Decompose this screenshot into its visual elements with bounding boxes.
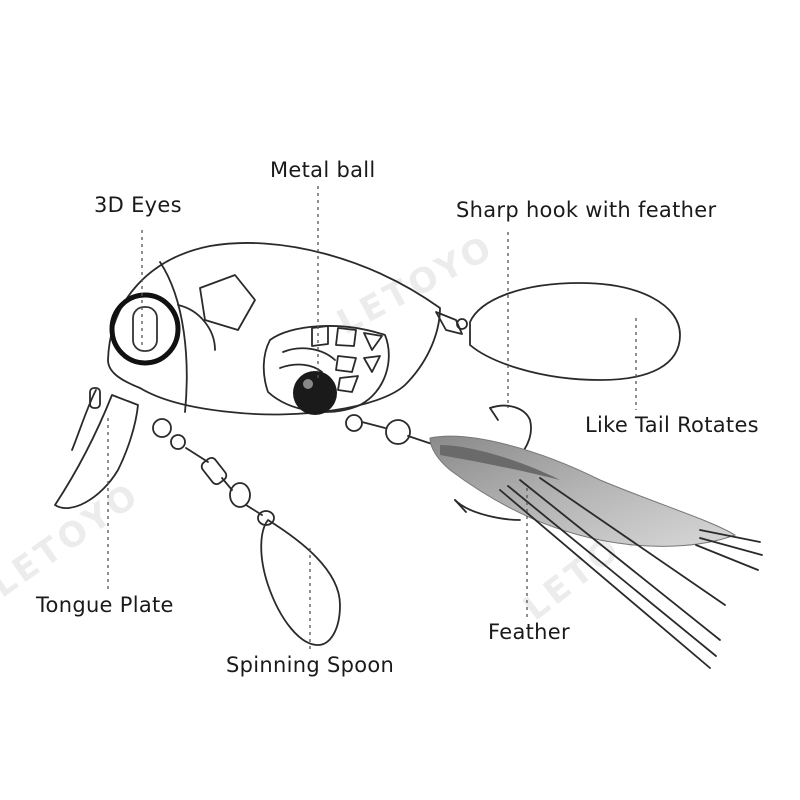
tongue-label: Tongue Plate	[36, 593, 174, 617]
body-window-shape	[262, 325, 390, 413]
tail-spinner-shape	[435, 282, 681, 381]
belly-ring-shape	[345, 414, 411, 445]
metal-ball-highlight	[303, 379, 313, 389]
spinning-spoon-shape	[260, 519, 341, 646]
feather-shape	[429, 435, 763, 669]
metal-ball-shape	[293, 371, 337, 415]
eye-shape	[109, 292, 181, 366]
metal-ball-label: Metal ball	[270, 158, 376, 182]
eyes-label: 3D Eyes	[94, 193, 182, 217]
hook-label: Sharp hook with feather	[456, 198, 717, 222]
spoon-label: Spinning Spoon	[226, 653, 395, 677]
tongue-plate-shape	[54, 387, 139, 509]
tail-label: Like Tail Rotates	[585, 413, 759, 437]
feather-label: Feather	[488, 620, 570, 644]
spoon-chain-shape	[152, 418, 275, 526]
lure-body-shape	[107, 242, 441, 416]
